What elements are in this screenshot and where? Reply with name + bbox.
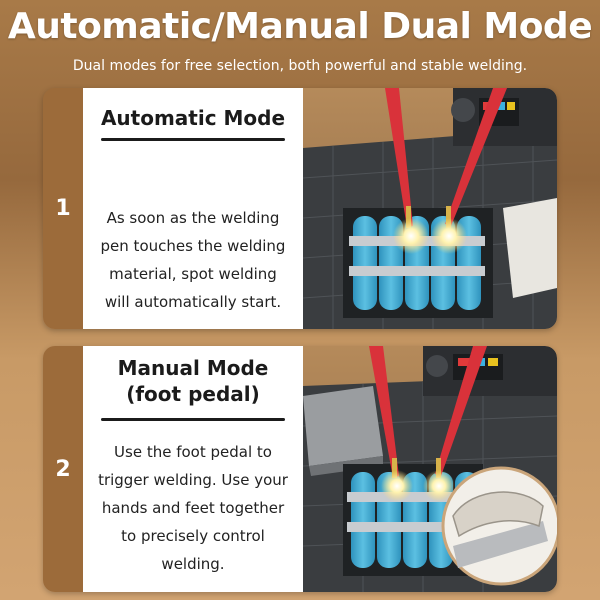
mode-number-column: 1 bbox=[43, 88, 83, 329]
automatic-mode-card: 1 Automatic Mode As soon as the welding … bbox=[43, 88, 557, 329]
mode-title-line: Manual Mode bbox=[117, 356, 269, 380]
mode-text-panel: Automatic Mode As soon as the welding pe… bbox=[83, 88, 303, 329]
page-title: Automatic/Manual Dual Mode bbox=[7, 6, 593, 47]
description-line: As soon as the welding bbox=[106, 209, 280, 227]
mode-title: Automatic Mode bbox=[83, 105, 303, 131]
mode-title-line: (foot pedal) bbox=[126, 382, 260, 406]
description-line: material, spot welding bbox=[109, 265, 277, 283]
manual-mode-photo bbox=[303, 346, 557, 592]
welder-machine-icon bbox=[451, 88, 557, 146]
foot-pedal-icon bbox=[303, 386, 383, 476]
description-line: Use the foot pedal to bbox=[114, 443, 272, 461]
automatic-mode-photo bbox=[303, 88, 557, 329]
description-line: will automatically start. bbox=[104, 293, 282, 311]
description-line: hands and feet together bbox=[101, 499, 285, 517]
mode-number: 2 bbox=[55, 456, 71, 482]
mode-text-panel: Manual Mode (foot pedal) Use the foot pe… bbox=[83, 346, 303, 592]
mode-title: Manual Mode (foot pedal) bbox=[83, 355, 303, 407]
page-subtitle: Dual modes for free selection, both powe… bbox=[72, 58, 528, 74]
mode-description: Use the foot pedal to trigger welding. U… bbox=[89, 438, 297, 578]
mode-description: As soon as the welding pen touches the w… bbox=[89, 204, 297, 316]
foot-pedal-scene-illustration bbox=[303, 346, 557, 592]
foot-pedal-inset bbox=[441, 466, 557, 586]
description-line: trigger welding. Use your bbox=[98, 471, 288, 489]
mode-title-line: Automatic Mode bbox=[100, 106, 286, 130]
manual-mode-card: 2 Manual Mode (foot pedal) Use the foot … bbox=[43, 346, 557, 592]
welding-pen-icon bbox=[369, 346, 487, 478]
description-line: to precisely control bbox=[121, 527, 265, 545]
description-line: welding. bbox=[161, 555, 225, 573]
mode-number-column: 2 bbox=[43, 346, 83, 592]
welding-pen-icon bbox=[385, 88, 507, 228]
welder-machine-icon bbox=[423, 346, 557, 396]
title-divider bbox=[101, 138, 285, 141]
title-divider bbox=[101, 418, 285, 421]
description-line: pen touches the welding bbox=[100, 237, 286, 255]
welding-scene-illustration bbox=[303, 88, 557, 329]
mode-number: 1 bbox=[55, 196, 71, 221]
